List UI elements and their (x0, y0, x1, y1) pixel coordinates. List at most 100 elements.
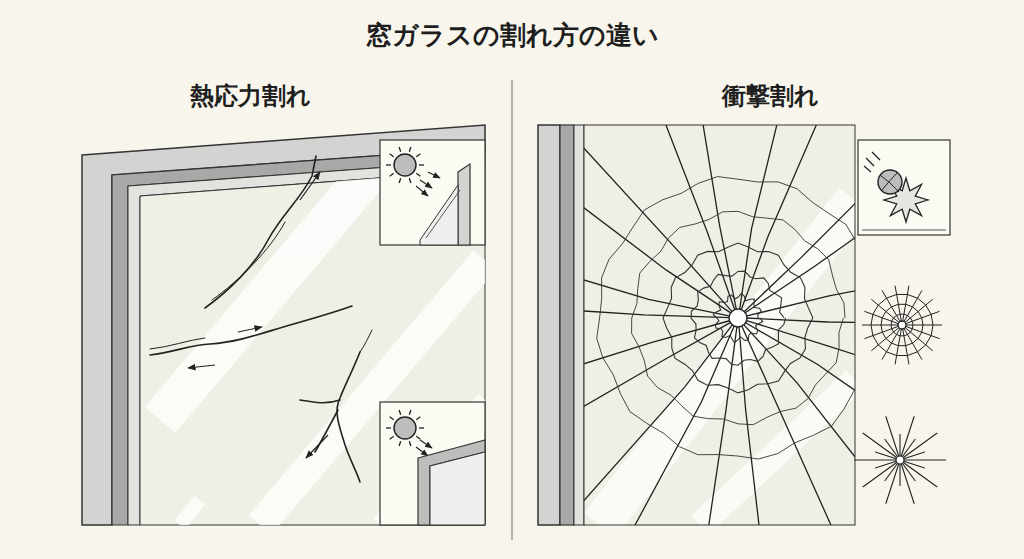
window-frame (538, 125, 560, 525)
radial-crack (584, 322, 731, 482)
radial-crack (862, 325, 902, 326)
ring-crack (663, 243, 813, 393)
sun-ray (409, 147, 411, 152)
sun-ray (416, 154, 420, 157)
title: 窓ガラスの割れ方の違い (362, 18, 663, 53)
heat-arrow (416, 186, 428, 196)
impact-hole (896, 456, 904, 464)
inset-box (858, 140, 950, 235)
sun-ray (399, 441, 401, 446)
window-frame-strip (574, 125, 584, 525)
radial-crack (902, 311, 940, 325)
arrow (300, 172, 320, 200)
inset-box (380, 402, 485, 525)
glass-pane (584, 125, 855, 525)
radial-crack (900, 460, 914, 504)
inset-glass (420, 185, 458, 245)
inset-glass (430, 452, 485, 525)
sun-ray (399, 410, 401, 415)
inset-window (418, 440, 485, 525)
impact-pane (862, 230, 946, 231)
heat-arrow (420, 440, 432, 448)
thermal-cracks (150, 156, 372, 482)
radial-crack (741, 125, 855, 311)
sun-ray (399, 178, 401, 183)
sun-inset (380, 402, 485, 525)
reflection (260, 260, 485, 525)
star-crack-icon (854, 416, 946, 503)
inset-glass-edge (426, 190, 460, 238)
radial-crack (902, 325, 942, 326)
ring-crack (632, 211, 845, 424)
sun-ray (416, 173, 420, 176)
sun-icon (394, 417, 416, 439)
radial-crack (900, 459, 946, 460)
sun-icon (394, 154, 416, 176)
radial-crack (584, 324, 733, 525)
window-frame-inner (560, 125, 574, 525)
glass-outline (584, 125, 855, 525)
radial-crack (886, 416, 900, 460)
radial-crack (681, 125, 736, 310)
sun-ray (419, 427, 424, 428)
ring-crack (891, 314, 913, 336)
radial-crack (584, 231, 730, 316)
inset-box (380, 140, 485, 245)
heat-arrow (420, 180, 432, 188)
radial-crack (584, 300, 730, 318)
crack (360, 330, 372, 352)
radial-crack (864, 311, 902, 325)
sun-ray (386, 427, 391, 428)
radial-crack (886, 460, 900, 504)
crack (212, 222, 285, 300)
panel-heading: 衝撃割れ (718, 80, 823, 112)
radial-crack (744, 125, 855, 312)
radial-crack (871, 299, 902, 325)
crack (150, 306, 352, 355)
motion-line (872, 152, 880, 160)
impact-cracks (584, 125, 855, 525)
crack (150, 338, 205, 349)
ball-icon (878, 170, 902, 194)
sun-ray (390, 154, 394, 157)
arrow (306, 435, 328, 458)
radial-crack (902, 325, 940, 339)
radial-crack (900, 460, 937, 487)
arrow (188, 365, 215, 368)
ring-crack (881, 304, 923, 345)
radial-crack (863, 433, 900, 460)
crack (205, 156, 316, 308)
thermal-window (82, 125, 485, 525)
sun-ray (409, 178, 411, 183)
radial-crack (584, 321, 730, 415)
radial-crack (854, 459, 900, 460)
sun-ray (386, 164, 391, 165)
radial-crack (902, 325, 933, 351)
radial-crack (691, 326, 737, 525)
radial-crack (902, 299, 933, 325)
web-crack-icon (862, 286, 942, 365)
reflection (700, 380, 855, 525)
motion-line (864, 166, 871, 172)
ring-crack (691, 271, 785, 365)
sun-ray (419, 164, 424, 165)
crack (300, 400, 340, 403)
sun-inset (380, 140, 485, 245)
radial-crack (746, 251, 855, 316)
radial-crack (864, 325, 902, 339)
impact-hole (729, 309, 747, 327)
ball-inset (858, 140, 950, 235)
heat-arrow (428, 172, 440, 178)
sun-ray (390, 436, 394, 439)
sun-ray (399, 147, 401, 152)
ring-crack (871, 294, 933, 355)
sun-ray (390, 417, 394, 420)
heat-arrow (416, 447, 428, 456)
ball-seam (880, 172, 899, 192)
radial-crack (863, 460, 900, 487)
impact-window (409, 0, 1024, 559)
radial-crack (900, 433, 937, 460)
impact-hole (898, 321, 906, 329)
motion-line (866, 158, 874, 166)
